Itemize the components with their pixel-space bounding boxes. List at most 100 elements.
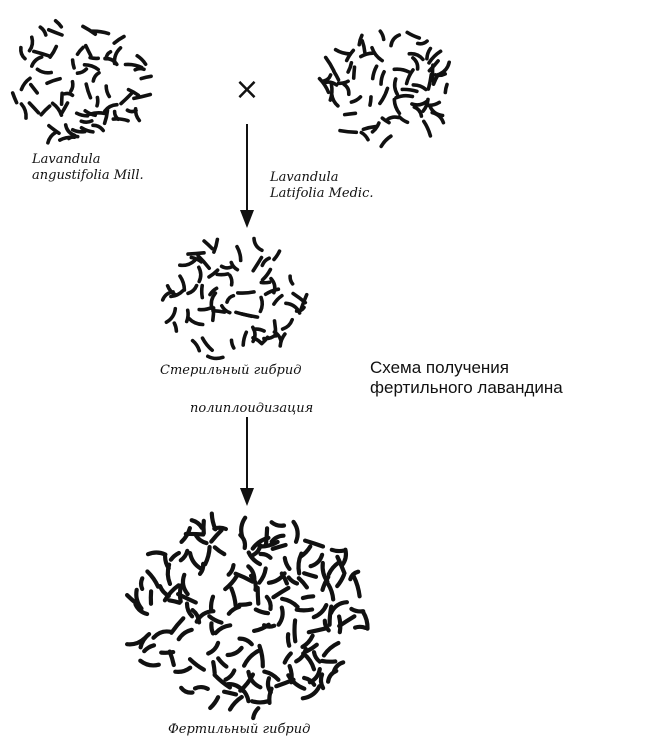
chromosome xyxy=(395,79,398,94)
parent-a-label: Lavandula angustifolia Mill. xyxy=(32,152,144,184)
chromosome xyxy=(290,276,293,284)
diagram-caption: Схема получения фертильного лавандина xyxy=(370,358,563,398)
chromosome xyxy=(216,625,231,633)
chromosome xyxy=(314,605,327,617)
chromosome xyxy=(188,286,197,294)
chromosome xyxy=(388,117,398,119)
chromosome xyxy=(394,100,399,114)
chromosome xyxy=(93,125,103,130)
chromosome xyxy=(355,627,365,628)
chromosome xyxy=(190,553,201,568)
chromosome xyxy=(222,266,232,268)
chromosome xyxy=(279,608,283,625)
chromosome xyxy=(188,253,204,254)
chromosome xyxy=(213,311,225,312)
chromosome xyxy=(29,103,38,113)
chromosome xyxy=(263,270,271,280)
chromosome xyxy=(214,528,226,529)
chromosome xyxy=(347,50,354,60)
chromosome xyxy=(396,96,412,98)
chromosome xyxy=(62,93,63,104)
chromosome xyxy=(189,318,203,324)
chromosome xyxy=(260,646,263,666)
chromosome xyxy=(259,569,266,583)
chromosome xyxy=(314,652,320,661)
chromosome xyxy=(227,296,233,302)
chromosome xyxy=(273,588,288,597)
chromosome xyxy=(336,50,351,54)
chromosome xyxy=(37,69,51,72)
chromosome xyxy=(195,687,208,689)
chromosome xyxy=(254,625,269,631)
chromosome xyxy=(394,69,409,72)
chromosome xyxy=(41,106,50,115)
chromosome xyxy=(141,578,142,589)
chromosome xyxy=(31,85,37,93)
chromosome xyxy=(268,678,271,692)
chromosome xyxy=(77,113,88,116)
chromosome xyxy=(183,575,188,594)
chromosome xyxy=(47,79,60,84)
parent-b-label: Lavandula Latifolia Medic. xyxy=(270,170,374,202)
chromosome xyxy=(160,586,169,596)
chromosome xyxy=(137,56,145,64)
chromosome xyxy=(252,701,268,702)
chromosome xyxy=(218,658,226,666)
chromosome xyxy=(208,643,218,654)
chromosome xyxy=(211,597,213,610)
chromosome xyxy=(258,588,259,604)
chromosome xyxy=(147,572,158,587)
chromosome xyxy=(86,84,90,98)
chromosome xyxy=(381,136,391,146)
chromosome xyxy=(354,67,355,78)
chromosome xyxy=(21,104,26,118)
chromosome xyxy=(71,82,73,91)
chromosome-set-parent-a xyxy=(13,21,151,143)
chromosome xyxy=(180,260,195,265)
chromosome xyxy=(303,636,313,647)
caption-line-1: Схема получения xyxy=(370,358,563,378)
chromosome xyxy=(226,671,235,680)
caption-line-2: фертильного лавандина xyxy=(370,378,563,398)
chromosome xyxy=(78,47,84,54)
chromosome xyxy=(180,276,184,290)
chromosome xyxy=(126,64,142,67)
chromosome xyxy=(282,599,298,607)
chromosome xyxy=(330,84,332,100)
chromosome xyxy=(208,356,223,358)
chromosome xyxy=(217,274,228,275)
chromosome xyxy=(237,247,241,261)
chromosome xyxy=(361,53,373,56)
chromosome xyxy=(402,89,417,91)
chromosome xyxy=(86,46,91,56)
chromosome xyxy=(232,340,234,348)
chromosome xyxy=(230,275,232,284)
chromosome xyxy=(321,674,323,688)
chromosome xyxy=(337,575,344,586)
chromosome xyxy=(260,298,262,312)
chromosome xyxy=(106,86,109,97)
chromosome xyxy=(93,73,99,81)
chromosome xyxy=(154,631,171,637)
chromosome xyxy=(305,541,323,547)
chromosome xyxy=(238,292,254,293)
chromosome xyxy=(399,117,407,123)
chromosome xyxy=(242,314,258,317)
chromosome xyxy=(196,536,206,543)
chromosome xyxy=(230,697,242,710)
chromosome-set-parent-b xyxy=(320,31,450,146)
chromosome xyxy=(351,609,363,612)
chromosome xyxy=(303,596,313,598)
chromosome xyxy=(331,602,347,613)
process-label: полиплоидизация xyxy=(188,401,315,417)
chromosome xyxy=(407,32,419,38)
chromosome xyxy=(56,21,62,27)
chromosome xyxy=(21,78,30,89)
chromosome xyxy=(332,550,344,551)
chromosome xyxy=(274,296,282,304)
chromosome xyxy=(298,554,301,574)
chromosome xyxy=(345,113,356,114)
chromosome-set-sterile-hybrid xyxy=(163,239,307,359)
chromosome xyxy=(283,320,293,329)
chromosome xyxy=(231,589,235,606)
